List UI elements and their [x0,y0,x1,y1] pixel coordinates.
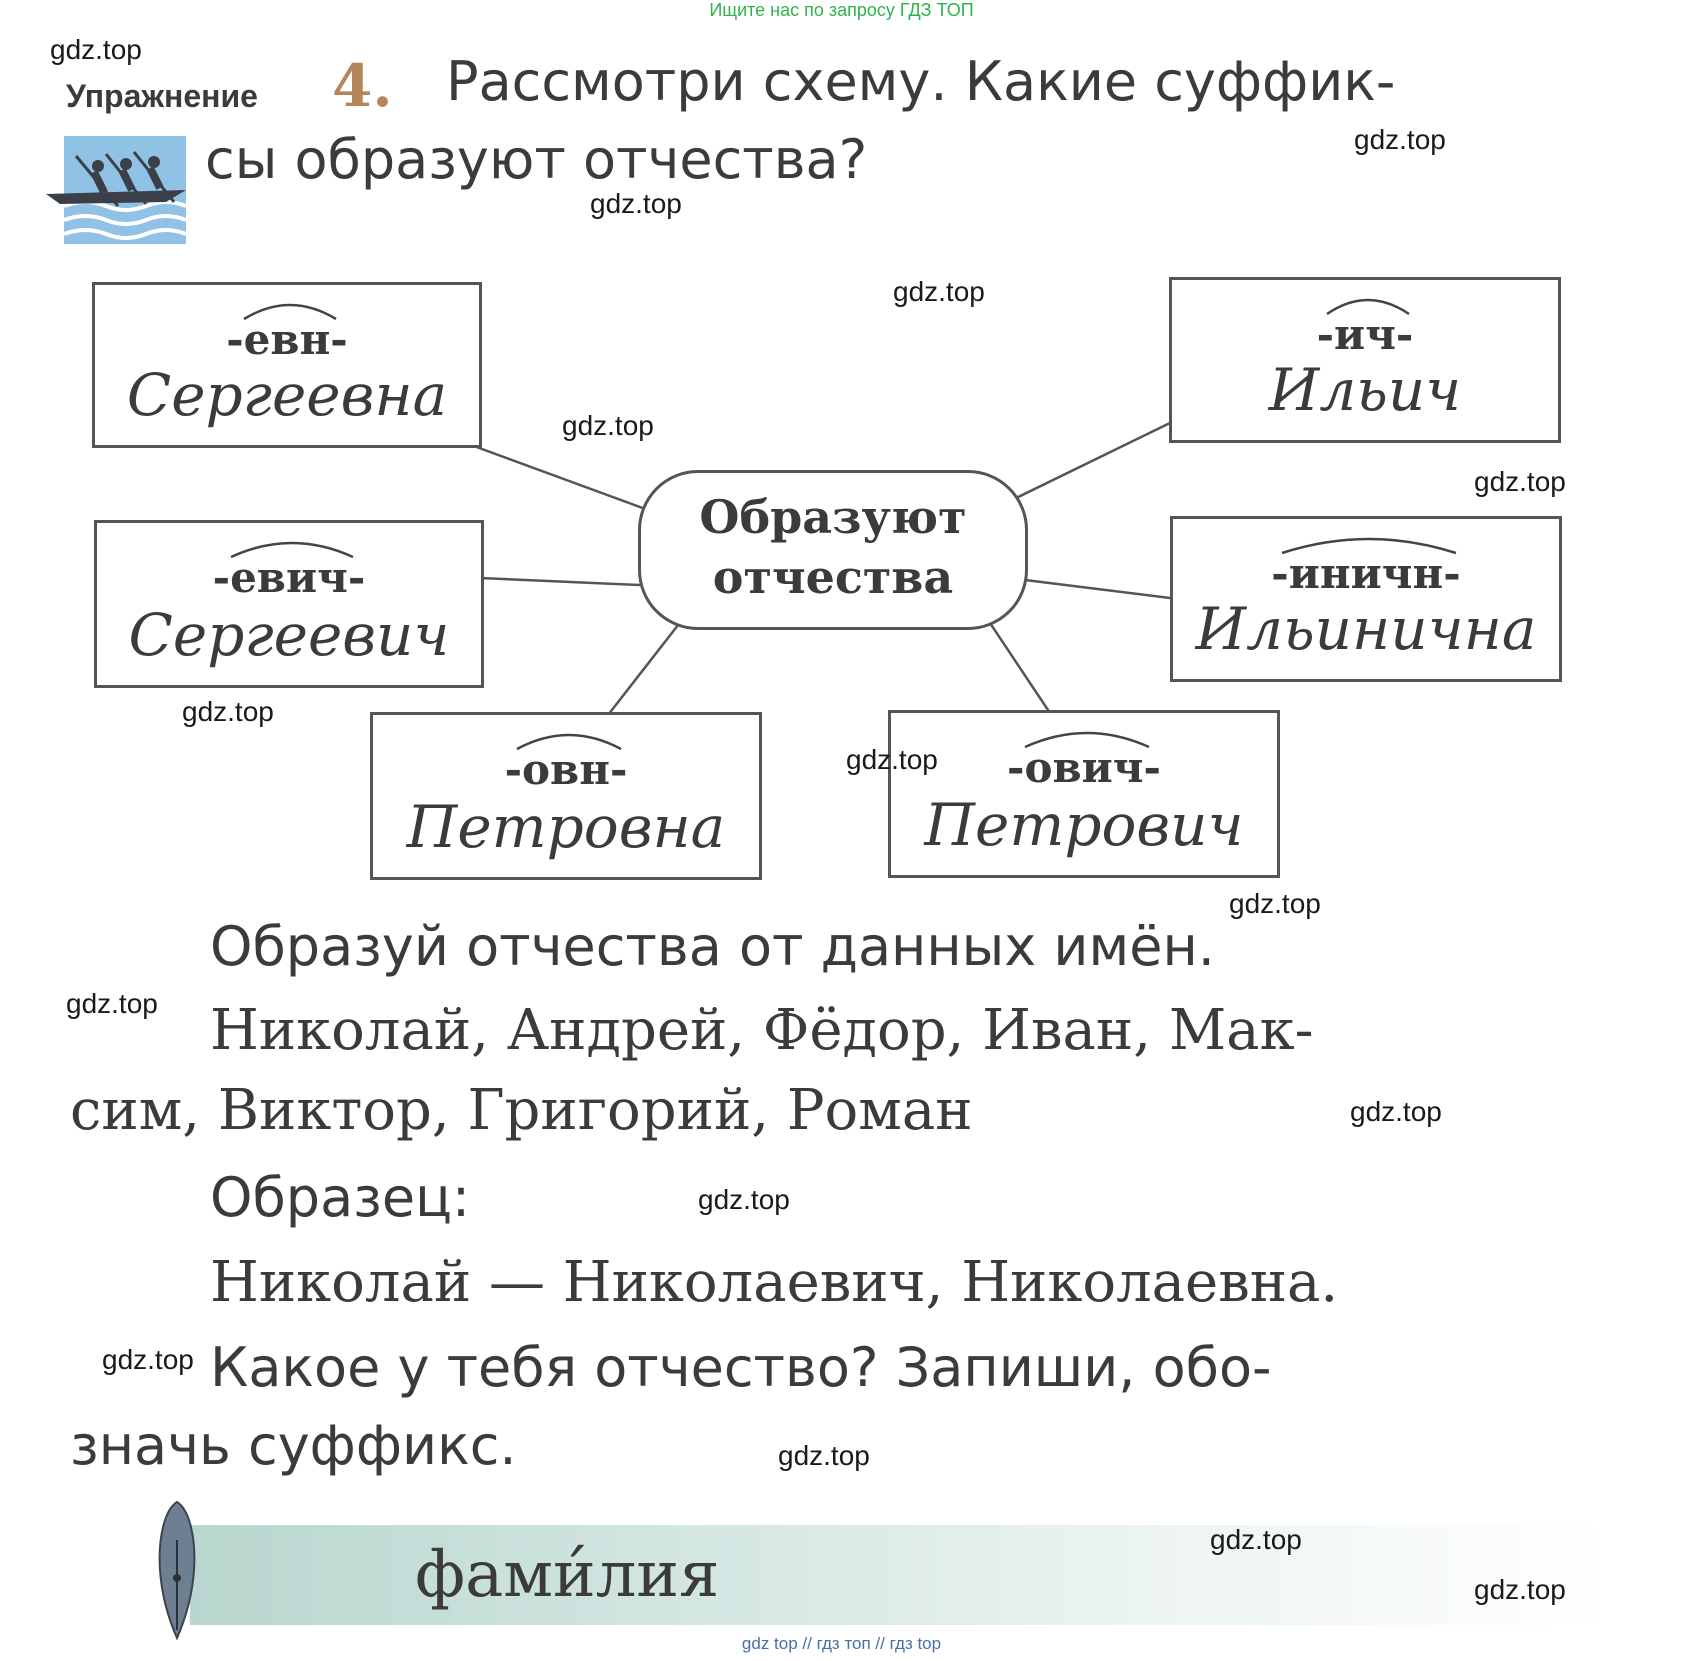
suffix-label: -иничн- [1271,549,1461,598]
watermark: gdz.top [562,410,654,441]
watermark: gdz.top [1210,1524,1302,1555]
suffix-label: -ич- [1316,310,1414,359]
watermark: gdz.top [1350,1096,1442,1127]
watermark: gdz.top [182,696,274,727]
watermark: gdz.top [893,276,985,307]
watermark: gdz.top [66,988,158,1019]
scheme-box-ovn: -овн- Петровна [370,712,762,880]
watermark: gdz.top [50,34,142,65]
watermark: gdz.top [846,744,938,775]
watermark: gdz.top [1229,888,1321,919]
watermark: gdz.top [1474,1574,1566,1605]
question-line2: значь суффикс. [70,1414,517,1477]
suffix-label: -евич- [212,553,366,602]
names-line1: Николай, Андрей, Фёдор, Иван, Мак- [210,998,1314,1063]
exercise-title-line1: Рассмотри схему. Какие суффик- [446,50,1396,113]
scheme-box-evn: -евн- Сергеевна [92,282,482,448]
patronymic-word: Ильинична [1195,595,1537,663]
scheme-center-line2: отчества [712,550,954,604]
task-instruction: Образуй отчества от данных имён. [210,915,1215,978]
scheme-center: Образуют отчества [638,470,1028,630]
top-note: Ищите нас по запросу ГДЗ ТОП [709,0,974,20]
scheme-box-ovich: -ович- Петрович [888,710,1280,878]
suffix-arc-icon [1326,298,1410,316]
scheme-box-ich: -ич- Ильич [1169,277,1561,443]
suffix-arc-icon [1024,731,1150,749]
scheme-box-evich: -евич- Сергеевич [94,520,484,688]
scheme-center-line1: Образуют [699,490,967,544]
suffix-label: -ович- [1007,743,1161,792]
watermark: gdz.top [1474,466,1566,497]
exercise-label: Упражнение [66,78,258,114]
sample-text: Николай — Николаевич, Николаевна. [210,1250,1339,1315]
watermark: gdz.top [590,188,682,219]
names-line2: сим, Виктор, Григорий, Роман [70,1078,973,1143]
patronymic-word: Сергеевич [128,601,450,669]
vocabulary-word: фами́лия [415,1538,720,1612]
patronymic-word: Петровна [406,793,726,861]
watermark: gdz.top [102,1344,194,1375]
rowing-boat-icon [46,136,186,244]
sample-label: Образец: [210,1166,471,1229]
patronymic-word: Петрович [924,791,1244,859]
suffix-arc-icon [516,733,622,751]
bottom-note: gdz top // гдз топ // гдз top [741,1634,942,1653]
suffix-label: -овн- [504,745,628,794]
suffix-arc-icon [243,303,337,321]
patronymic-word: Сергеевна [126,361,448,429]
suffix-label: -евн- [226,315,348,364]
exercise-title-line2: сы образуют отчества? [205,128,868,191]
watermark: gdz.top [698,1184,790,1215]
watermark: gdz.top [1354,124,1446,155]
suffix-arc-icon [1281,537,1457,555]
scheme-box-inichn: -иничн- Ильинична [1170,516,1562,682]
vocabulary-strip [190,1525,1610,1625]
suffix-arc-icon [230,541,354,559]
exercise-number: 4. [332,52,393,120]
watermark: gdz.top [778,1440,870,1471]
patronymic-word: Ильич [1268,356,1462,424]
question-line1: Какое у тебя отчество? Запиши, обо- [210,1336,1272,1399]
pen-nib-icon [158,1500,196,1640]
